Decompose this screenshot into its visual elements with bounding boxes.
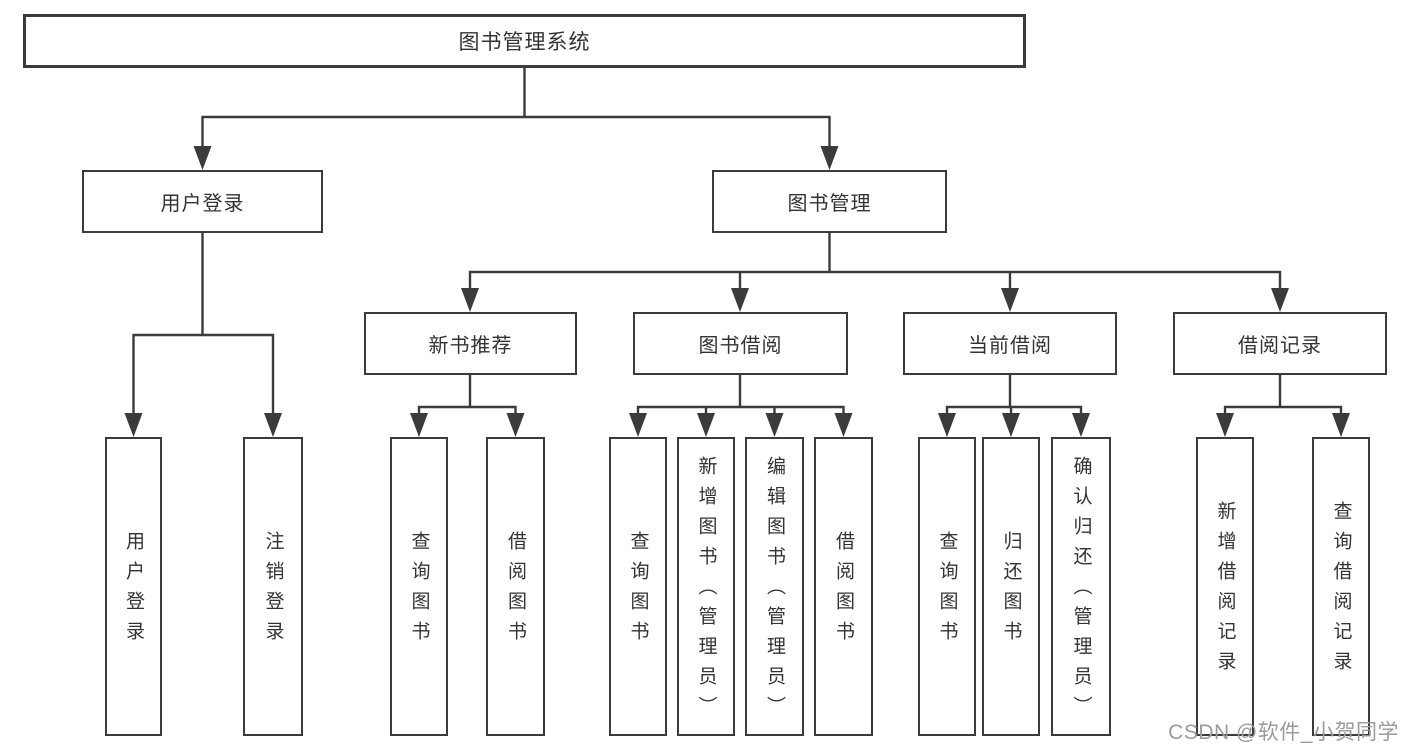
leaf-edit-book-admin: 编辑图书（管理员）	[745, 437, 804, 736]
leaf-return-book-label: 归还图书	[1000, 531, 1022, 651]
leaf-query-book-recommend-label: 查询图书	[408, 531, 430, 651]
connectors-book-borrow-to-children	[629, 375, 853, 437]
leaf-query-borrow-record-label: 查询借阅记录	[1330, 501, 1352, 681]
connectors-borrow-records-to-children	[1216, 375, 1350, 437]
node-borrow-records-label: 借阅记录	[1238, 335, 1322, 357]
leaf-borrow-book-recommend: 借阅图书	[486, 437, 545, 736]
leaf-confirm-return-admin: 确认归还（管理员）	[1051, 437, 1111, 736]
leaf-logout-login: 注销登录	[243, 437, 303, 736]
leaf-borrow-book: 借阅图书	[814, 437, 873, 736]
leaf-edit-book-admin-label: 编辑图书（管理员）	[764, 456, 785, 726]
connectors-root-to-level2	[193, 68, 839, 170]
node-root-system-label: 图书管理系统	[458, 31, 591, 54]
leaf-add-book-admin: 新增图书（管理员）	[677, 437, 735, 736]
leaf-confirm-return-admin-label: 确认归还（管理员）	[1070, 456, 1092, 726]
leaf-user-login-label: 用户登录	[123, 531, 144, 651]
node-new-book-recommend: 新书推荐	[364, 312, 577, 375]
node-book-borrow-label: 图书借阅	[698, 335, 783, 357]
node-borrow-records: 借阅记录	[1173, 312, 1387, 375]
leaf-user-login: 用户登录	[105, 437, 162, 736]
node-user-login-label: 用户登录	[160, 193, 245, 215]
connectors-book-management-to-level3	[461, 233, 1289, 312]
leaf-query-book-recommend: 查询图书	[390, 437, 448, 736]
node-book-borrow: 图书借阅	[633, 312, 848, 375]
leaf-logout-login-label: 注销登录	[262, 531, 284, 651]
leaf-query-book-current: 查询图书	[918, 437, 976, 736]
node-current-borrow: 当前借阅	[903, 312, 1117, 375]
leaf-query-book-current-label: 查询图书	[936, 531, 958, 651]
leaf-query-borrow-record: 查询借阅记录	[1312, 437, 1370, 736]
leaf-add-borrow-record-label: 新增借阅记录	[1214, 501, 1236, 681]
connectors-new-book-recommend-to-children	[410, 375, 525, 437]
node-book-management-label: 图书管理	[787, 193, 872, 215]
node-new-book-recommend-label: 新书推荐	[428, 335, 513, 357]
node-user-login: 用户登录	[82, 170, 323, 233]
node-book-management: 图书管理	[712, 170, 947, 233]
leaf-query-book-borrow-label: 查询图书	[627, 531, 649, 651]
node-root-system: 图书管理系统	[23, 14, 1026, 68]
csdn-watermark: CSDN @软件_小贺同学	[1168, 721, 1399, 744]
leaf-borrow-book-recommend-label: 借阅图书	[505, 531, 526, 651]
leaf-return-book: 归还图书	[982, 437, 1040, 736]
node-current-borrow-label: 当前借阅	[968, 335, 1052, 357]
leaf-query-book-borrow: 查询图书	[609, 437, 667, 736]
connectors-current-borrow-to-children	[938, 375, 1090, 437]
leaf-borrow-book-label: 借阅图书	[833, 531, 854, 651]
leaf-add-borrow-record: 新增借阅记录	[1196, 437, 1254, 736]
leaf-add-book-admin-label: 新增图书（管理员）	[695, 456, 717, 726]
connectors-user-login-to-children	[124, 233, 282, 437]
